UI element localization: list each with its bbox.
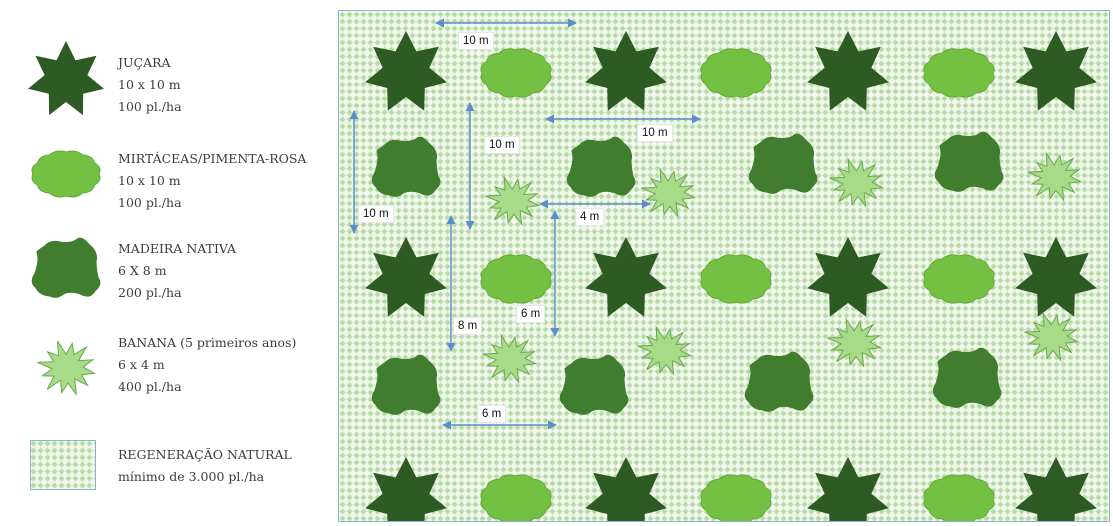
regeneracao-natural-pattern-icon (30, 440, 96, 490)
legend: JUÇARA 10 x 10 m 100 pl./ha MIRTÁCEAS/PI… (0, 0, 335, 526)
mirtaceas-plant (701, 475, 771, 522)
legend-regeneracao-name: REGENERAÇÃO NATURAL (118, 444, 292, 466)
mirtaceas-plant (924, 49, 994, 97)
legend-banana-name: BANANA (5 primeiros anos) (118, 332, 296, 354)
legend-banana-density: 400 pl./ha (118, 376, 296, 398)
mirtaceas-plant (924, 255, 994, 303)
dimension-label-mirtaceas-vertical: 10 m (358, 205, 394, 223)
dimension-label-madeira-vertical: 8 m (453, 317, 482, 335)
dimension-label-jucara-horizontal: 10 m (458, 32, 494, 50)
legend-madeira-density: 200 pl./ha (118, 282, 236, 304)
dimension-label-mirtaceas-horizontal: 10 m (637, 124, 673, 142)
madeira-nativa-blob-icon (26, 232, 106, 302)
mirtaceas-plant (481, 49, 551, 97)
mirtaceas-cloud-icon (26, 144, 106, 204)
mirtaceas-plant (701, 255, 771, 303)
mirtaceas-plant (481, 475, 551, 522)
mirtaceas-plant (924, 475, 994, 522)
legend-regeneracao-density: mínimo de 3.000 pl./ha (118, 466, 292, 488)
legend-mirtaceas-density: 100 pl./ha (118, 192, 306, 214)
jucara-star-icon (26, 40, 106, 120)
dimension-label-jucara-vertical: 10 m (484, 136, 520, 154)
banana-burst-icon (32, 338, 102, 398)
legend-madeira-spacing: 6 X 8 m (118, 260, 236, 282)
legend-jucara-density: 100 pl./ha (118, 96, 182, 118)
legend-madeira-name: MADEIRA NATIVA (118, 238, 236, 260)
dimension-label-banana-vertical: 6 m (516, 305, 545, 323)
mirtaceas-plant (481, 255, 551, 303)
legend-banana-spacing: 6 x 4 m (118, 354, 296, 376)
legend-jucara-name: JUÇARA (118, 52, 182, 74)
legend-jucara-spacing: 10 x 10 m (118, 74, 182, 96)
mirtaceas-plant (701, 49, 771, 97)
dimension-label-madeira-horizontal: 6 m (477, 405, 506, 423)
planting-layout-plot: 10 m 10 m 10 m 10 m 4 m 6 m 8 m 6 m (338, 10, 1110, 522)
legend-mirtaceas-name: MIRTÁCEAS/PIMENTA-ROSA (118, 148, 306, 170)
dimension-label-banana-horizontal: 4 m (575, 208, 604, 226)
legend-mirtaceas-spacing: 10 x 10 m (118, 170, 306, 192)
planting-layout-canvas (339, 11, 1110, 522)
